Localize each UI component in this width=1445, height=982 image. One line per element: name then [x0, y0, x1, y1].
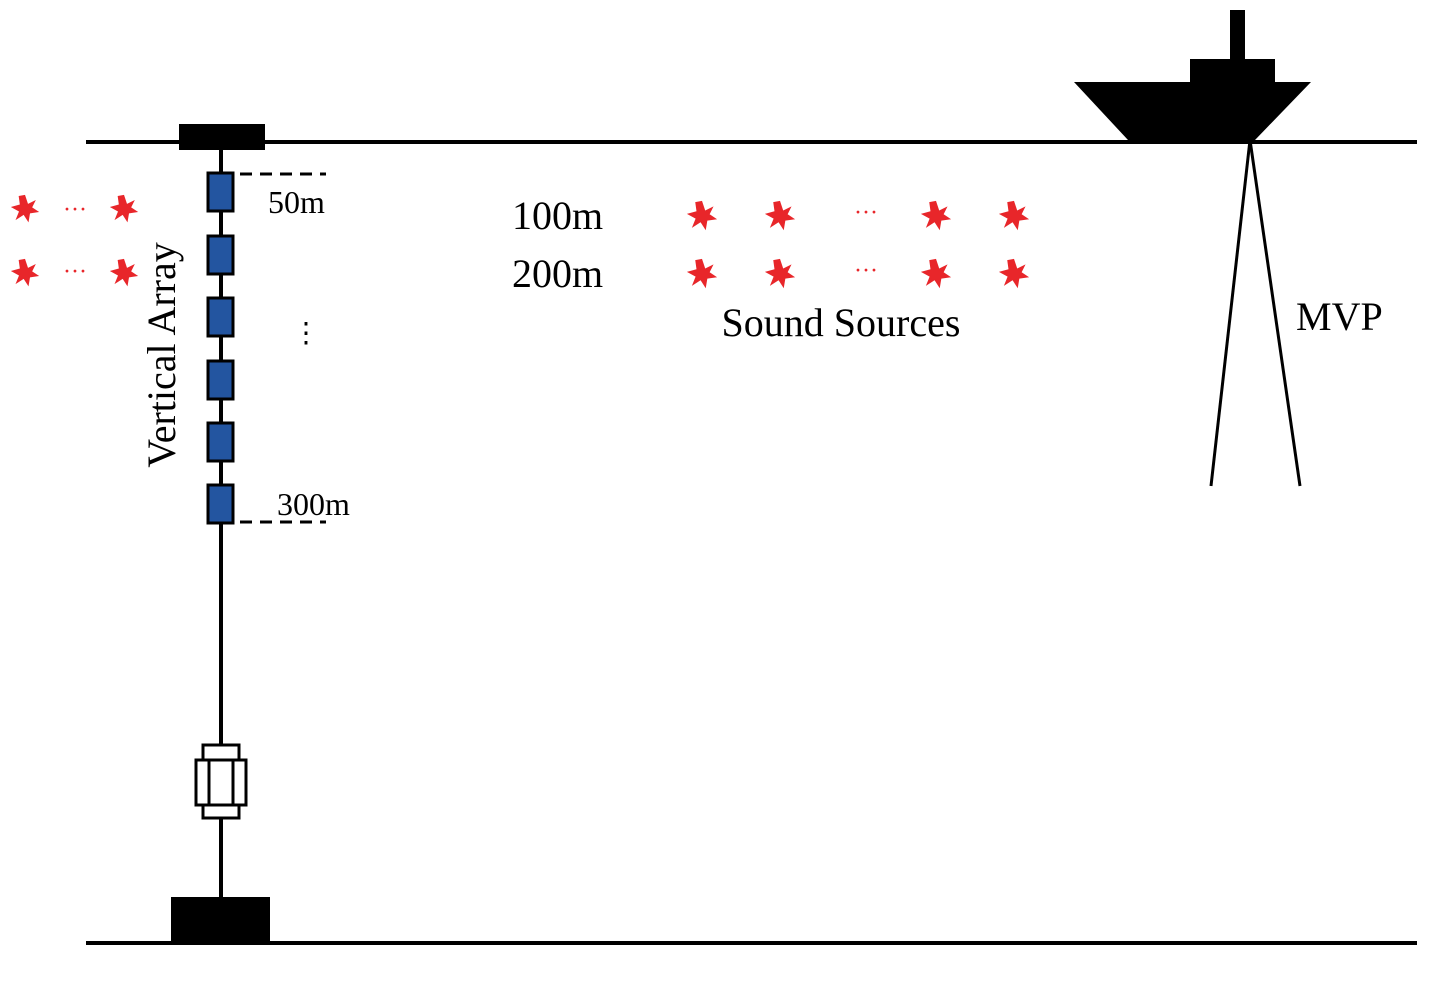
hydrophone-icon	[206, 234, 235, 276]
depth-label-top: 50m	[268, 184, 325, 220]
sound-source-group: ··· ···	[686, 200, 1030, 289]
star-burst-icon	[109, 194, 139, 223]
hydrophone-icon	[206, 171, 235, 213]
array-ellipsis: ⋮	[292, 318, 320, 349]
source-depth-label-200: 200m	[512, 251, 603, 296]
mvp-profiler-icon	[1209, 139, 1302, 487]
source-row1-ellipsis: ···	[854, 200, 878, 226]
ship-icon	[1074, 10, 1311, 140]
left-row1-ellipsis: ···	[63, 197, 87, 223]
source-depth-label-100: 100m	[512, 193, 603, 238]
mvp-label: MVP	[1296, 294, 1383, 339]
vertical-array	[171, 124, 270, 943]
source-row2-ellipsis: ···	[854, 258, 878, 284]
star-burst-icon	[764, 200, 796, 231]
star-burst-icon	[10, 258, 40, 287]
star-burst-icon	[10, 194, 40, 223]
vertical-array-label: Vertical Array	[139, 242, 184, 467]
star-burst-icon	[109, 258, 139, 287]
acoustic-release-icon	[194, 743, 248, 820]
star-burst-icon	[998, 200, 1030, 231]
star-burst-icon	[686, 258, 718, 289]
star-burst-icon	[920, 258, 952, 289]
sound-sources-label: Sound Sources	[722, 300, 961, 345]
star-burst-icon	[920, 200, 952, 231]
anchor-weight-icon	[171, 897, 270, 943]
star-burst-icon	[998, 258, 1030, 289]
left-row2-ellipsis: ···	[63, 259, 87, 285]
hydrophone-icon	[206, 421, 235, 463]
hydrophone-icon	[206, 296, 235, 338]
left-source-group: ··· ···	[10, 194, 139, 287]
depth-label-bottom: 300m	[277, 486, 350, 522]
hydrophone-icon	[206, 483, 235, 525]
hydrophone-icon	[206, 359, 235, 401]
star-burst-icon	[764, 258, 796, 289]
surface-buoy-icon	[179, 124, 265, 150]
star-burst-icon	[686, 200, 718, 231]
